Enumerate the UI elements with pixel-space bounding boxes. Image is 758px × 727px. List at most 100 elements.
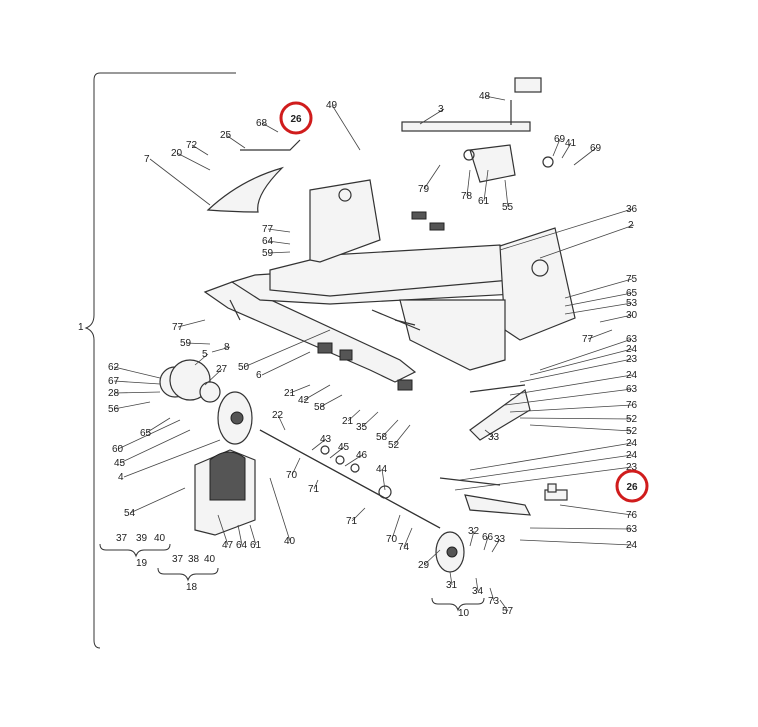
leader-line-63 xyxy=(529,527,633,530)
callout-61: 61 xyxy=(478,196,490,207)
leader-line-33 xyxy=(484,429,495,438)
cable-rod xyxy=(240,139,301,151)
callout-63: 63 xyxy=(626,384,638,395)
leader-line-68 xyxy=(261,122,279,133)
callout-20: 20 xyxy=(171,148,183,159)
axle-22 xyxy=(259,429,441,529)
callout-68: 68 xyxy=(256,118,268,129)
callout-41: 41 xyxy=(565,138,577,149)
callout-24: 24 xyxy=(626,370,638,381)
leader-line-49 xyxy=(331,104,361,151)
callout-75: 75 xyxy=(626,274,638,285)
callout-36: 36 xyxy=(626,204,638,215)
callout-46: 46 xyxy=(356,450,368,461)
callout-34: 34 xyxy=(472,586,484,597)
leader-line-64 xyxy=(267,240,291,245)
main-frame xyxy=(203,179,576,391)
leader-line-40 xyxy=(269,477,291,542)
callout-59: 59 xyxy=(262,248,274,259)
leader-line-64 xyxy=(237,524,243,546)
callout-70: 70 xyxy=(286,470,298,481)
leader-line-63 xyxy=(504,388,633,406)
callout-77: 77 xyxy=(582,334,594,345)
callout-69: 69 xyxy=(590,143,602,154)
leader-line-65 xyxy=(145,417,171,434)
leader-line-35 xyxy=(361,411,379,428)
callout-40: 40 xyxy=(154,533,166,544)
leader-line-21 xyxy=(347,409,361,422)
leader-line-55 xyxy=(504,179,509,208)
callout-40: 40 xyxy=(204,554,216,565)
leader-line-24 xyxy=(519,539,633,546)
leader-line-59 xyxy=(185,342,211,345)
callout-45: 45 xyxy=(114,458,126,469)
leader-line-79 xyxy=(423,164,441,190)
leader-line-70 xyxy=(291,457,301,476)
leader-line-25 xyxy=(225,134,246,149)
callout-67: 67 xyxy=(108,376,120,387)
leader-line-73 xyxy=(489,587,495,602)
leader-line-61 xyxy=(483,169,489,202)
callout-63: 63 xyxy=(626,334,638,345)
callout-50: 50 xyxy=(238,362,250,373)
leader-line-5 xyxy=(194,353,209,366)
leader-line-60 xyxy=(117,419,181,450)
leader-line-76 xyxy=(509,404,633,413)
leader-line-36 xyxy=(499,208,633,251)
callout-64: 64 xyxy=(236,540,248,551)
group-10-brace xyxy=(431,597,485,612)
leader-line-22 xyxy=(277,414,286,431)
leader-line-47 xyxy=(217,514,229,546)
leader-line-58 xyxy=(319,394,343,408)
callout-61: 61 xyxy=(250,540,262,551)
callout-59: 59 xyxy=(180,338,192,349)
callout-52: 52 xyxy=(388,440,400,451)
callout-27: 27 xyxy=(216,364,228,375)
callout-66: 66 xyxy=(482,532,494,543)
leader-line-45 xyxy=(119,429,191,464)
callout-48: 48 xyxy=(479,91,491,102)
callout-69: 69 xyxy=(554,134,566,145)
leader-line-43 xyxy=(311,438,327,451)
leader-line-62 xyxy=(113,366,161,379)
callout-23: 23 xyxy=(626,462,638,473)
leader-line-29 xyxy=(423,549,441,566)
callout-31: 31 xyxy=(446,580,458,591)
leader-line-66 xyxy=(483,536,489,551)
callout-77: 77 xyxy=(262,224,274,235)
assembly-brace xyxy=(84,72,236,649)
callout-24: 24 xyxy=(626,450,638,461)
callout-39: 39 xyxy=(136,533,148,544)
callout-78: 78 xyxy=(461,191,473,202)
callout-23: 23 xyxy=(626,354,638,365)
leader-line-24 xyxy=(529,348,633,376)
leader-line-45 xyxy=(329,446,345,459)
callout-73: 73 xyxy=(488,596,500,607)
callout-58: 58 xyxy=(314,402,326,413)
callout-65: 65 xyxy=(140,428,152,439)
callout-24: 24 xyxy=(626,438,638,449)
callout-7: 7 xyxy=(144,154,150,165)
callout-49: 49 xyxy=(326,100,338,111)
leader-line-69 xyxy=(573,147,597,166)
leader-line-52 xyxy=(519,417,633,420)
knife-blade xyxy=(206,166,285,213)
callout-62: 62 xyxy=(108,362,120,373)
callout-21: 21 xyxy=(284,388,296,399)
callout-33: 33 xyxy=(494,534,506,545)
callout-72: 72 xyxy=(186,140,198,151)
callout-2: 2 xyxy=(628,220,634,231)
callout-52: 52 xyxy=(626,414,638,425)
callout-37: 37 xyxy=(116,533,128,544)
leader-line-24 xyxy=(459,454,633,481)
leader-line-70 xyxy=(391,514,401,540)
leader-line-74 xyxy=(403,527,413,548)
callout-4: 4 xyxy=(118,472,124,483)
leader-line-54 xyxy=(129,487,186,514)
leader-line-77 xyxy=(267,228,291,233)
callout-54: 54 xyxy=(124,508,136,519)
leader-line-77 xyxy=(587,329,613,340)
callout-28: 28 xyxy=(108,388,120,399)
callout-52: 52 xyxy=(626,426,638,437)
leader-line-52 xyxy=(393,424,411,446)
